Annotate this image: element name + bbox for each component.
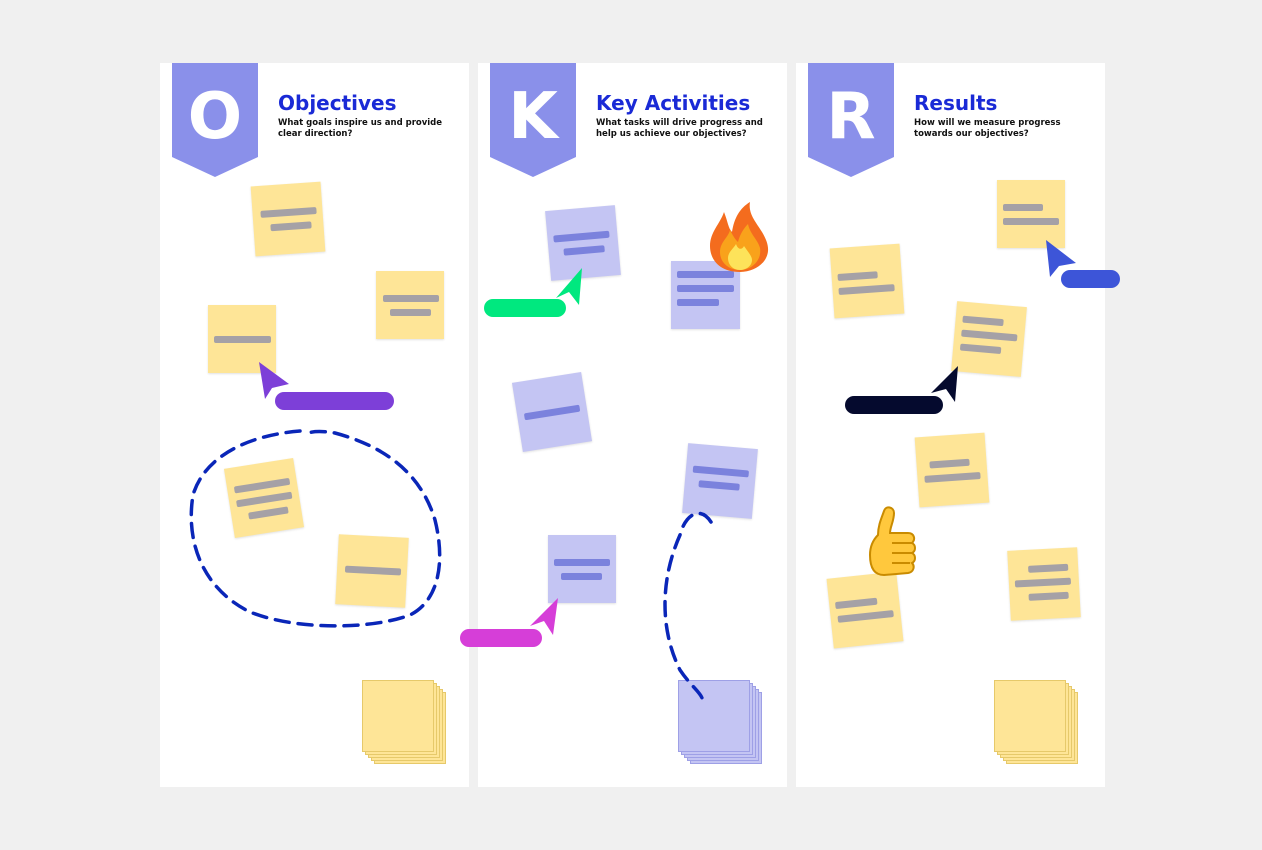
sticky-note[interactable] <box>511 371 593 453</box>
sticky-note-stack[interactable] <box>678 680 762 764</box>
column-objectives: O Objectives What goals inspire us and p… <box>160 63 469 787</box>
banner-o: O <box>172 63 258 177</box>
column-results: R Results How will we measure progress t… <box>796 63 1105 787</box>
column-subtitle: What goals inspire us and provide clear … <box>278 118 443 139</box>
sticky-note[interactable] <box>545 205 621 281</box>
fire-icon <box>710 202 769 272</box>
cursor-blue-label <box>1061 270 1120 288</box>
column-subtitle: What tasks will drive progress and help … <box>596 118 763 139</box>
sticky-note[interactable] <box>951 301 1027 377</box>
sticky-note[interactable] <box>208 305 276 373</box>
sticky-note[interactable] <box>1007 547 1081 621</box>
column-title: Objectives <box>278 91 397 115</box>
sticky-note[interactable] <box>548 535 616 603</box>
thumbs-up-icon <box>868 506 916 577</box>
sticky-note[interactable] <box>335 534 409 608</box>
sticky-note[interactable] <box>376 271 444 339</box>
sticky-note[interactable] <box>997 180 1065 248</box>
sticky-note[interactable] <box>829 243 905 319</box>
sticky-note[interactable] <box>671 261 740 329</box>
banner-letter: K <box>508 80 558 154</box>
sticky-note[interactable] <box>250 181 326 257</box>
banner-letter: R <box>826 80 876 154</box>
banner-letter: O <box>187 80 243 154</box>
sticky-note[interactable] <box>682 443 758 519</box>
cursor-green-label <box>484 299 566 317</box>
cursor-purple-label <box>275 392 394 410</box>
sticky-note[interactable] <box>826 571 904 649</box>
sticky-note-stack[interactable] <box>994 680 1078 764</box>
banner-r: R <box>808 63 894 177</box>
cursor-magenta-label <box>460 629 542 647</box>
column-subtitle: How will we measure progress towards our… <box>914 118 1061 139</box>
cursor-navy-label <box>845 396 943 414</box>
column-title: Results <box>914 91 998 115</box>
column-title: Key Activities <box>596 91 751 115</box>
banner-k: K <box>490 63 576 177</box>
sticky-note[interactable] <box>914 432 990 508</box>
sticky-note-stack[interactable] <box>362 680 446 764</box>
sticky-note[interactable] <box>223 457 305 539</box>
